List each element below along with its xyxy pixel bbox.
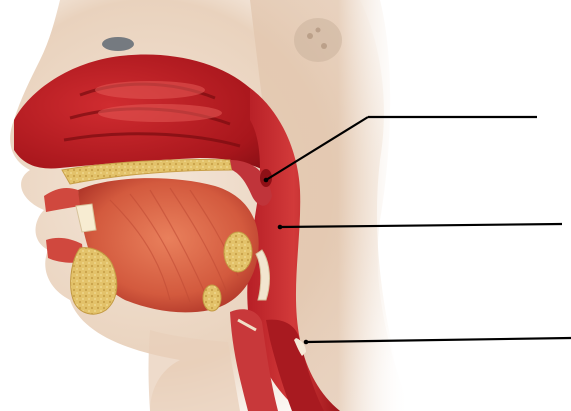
label-blank-3[interactable]	[540, 320, 568, 338]
ear	[294, 18, 342, 62]
eye	[102, 37, 134, 51]
neck	[149, 330, 241, 411]
hyoid-bone	[203, 285, 221, 311]
label-blank-1[interactable]	[540, 100, 568, 118]
label-blank-2[interactable]	[540, 206, 568, 224]
palatine-tonsil	[224, 232, 252, 272]
